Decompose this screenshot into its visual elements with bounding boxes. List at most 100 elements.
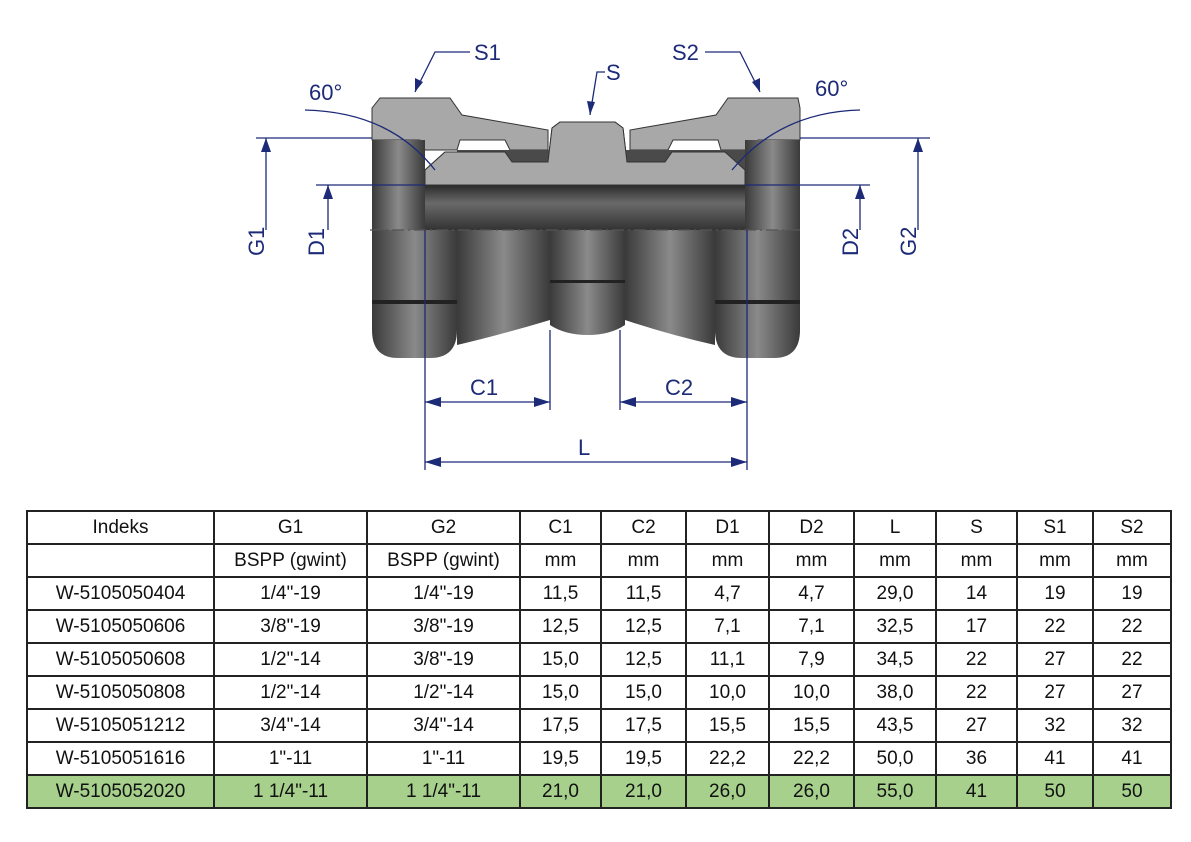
table-cell: 22 <box>935 675 1018 710</box>
table-cell: 11,5 <box>519 576 602 611</box>
table-cell: BSPP (gwint) <box>366 543 521 578</box>
table-cell: 32,5 <box>853 609 937 644</box>
table-cell: 19 <box>1092 576 1172 611</box>
table-cell: W-5105051212 <box>26 708 215 743</box>
table-cell: 7,9 <box>768 642 855 677</box>
table-cell <box>26 543 215 578</box>
label-c1: C1 <box>470 375 498 400</box>
table-cell: 29,0 <box>853 576 937 611</box>
table-cell: Indeks <box>26 510 215 545</box>
label-s2: S2 <box>672 40 699 65</box>
table-cell: 27 <box>1092 675 1172 710</box>
table-cell: 26,0 <box>685 774 770 809</box>
table-cell: 50,0 <box>853 741 937 776</box>
table-cell: mm <box>1092 543 1172 578</box>
table-cell: 19,5 <box>519 741 602 776</box>
table-cell: W-5105050404 <box>26 576 215 611</box>
table-cell: 15,0 <box>519 675 602 710</box>
table-cell: 17,5 <box>519 708 602 743</box>
table-cell: 1"-11 <box>366 741 521 776</box>
table-cell: mm <box>768 543 855 578</box>
table-cell: 1/2"-14 <box>213 642 368 677</box>
table-cell: 26,0 <box>768 774 855 809</box>
table-cell: 32 <box>1092 708 1172 743</box>
table-cell: 10,0 <box>685 675 770 710</box>
table-cell: 3/8"-19 <box>213 609 368 644</box>
table-cell: D2 <box>768 510 855 545</box>
table-cell: 41 <box>1092 741 1172 776</box>
table-cell: 12,5 <box>519 609 602 644</box>
table-cell: C1 <box>519 510 602 545</box>
table-cell: S2 <box>1092 510 1172 545</box>
table-cell: 3/8"-19 <box>366 609 521 644</box>
table-cell: W-5105050606 <box>26 609 215 644</box>
table-cell: 41 <box>935 774 1018 809</box>
table-cell: D1 <box>685 510 770 545</box>
label-angle-left: 60° <box>309 80 342 105</box>
label-s: S <box>606 60 621 85</box>
table-cell: mm <box>1016 543 1094 578</box>
table-cell: 1 1/4"-11 <box>213 774 368 809</box>
table-cell: 22 <box>935 642 1018 677</box>
table-cell: 1"-11 <box>213 741 368 776</box>
table-cell: 36 <box>935 741 1018 776</box>
table-cell: 22 <box>1092 609 1172 644</box>
table-cell: 43,5 <box>853 708 937 743</box>
table-cell: 15,0 <box>519 642 602 677</box>
table-cell: S1 <box>1016 510 1094 545</box>
table-cell: 1/2"-14 <box>213 675 368 710</box>
table-cell: 27 <box>1016 642 1094 677</box>
dimension-arrows <box>261 78 923 467</box>
table-cell: mm <box>853 543 937 578</box>
table-cell: 1/4"-19 <box>366 576 521 611</box>
label-c2: C2 <box>665 375 693 400</box>
fitting-section <box>371 97 801 230</box>
table-cell: 3/8"-19 <box>366 642 521 677</box>
table-cell: mm <box>600 543 687 578</box>
label-angle-right: 60° <box>815 76 848 101</box>
label-g1: G1 <box>244 227 269 256</box>
table-cell: W-5105052020 <box>26 774 215 809</box>
table-cell: W-5105050808 <box>26 675 215 710</box>
table-cell: 3/4"-14 <box>366 708 521 743</box>
table-cell: 21,0 <box>600 774 687 809</box>
table-cell: W-5105050608 <box>26 642 215 677</box>
table-cell: 15,5 <box>768 708 855 743</box>
table-cell: G1 <box>213 510 368 545</box>
label-l: L <box>578 435 590 460</box>
table-cell: 19,5 <box>600 741 687 776</box>
table-cell: 7,1 <box>768 609 855 644</box>
table-cell: W-5105051616 <box>26 741 215 776</box>
label-d1: D1 <box>304 228 329 256</box>
table-cell: S <box>935 510 1018 545</box>
table-cell: 32 <box>1016 708 1094 743</box>
fitting-exterior <box>372 230 800 358</box>
table-cell: 27 <box>1016 675 1094 710</box>
table-cell: 22,2 <box>685 741 770 776</box>
table-cell: 12,5 <box>600 642 687 677</box>
table-cell: 50 <box>1092 774 1172 809</box>
table-cell: 11,5 <box>600 576 687 611</box>
table-cell: 7,1 <box>685 609 770 644</box>
table-cell: 15,5 <box>685 708 770 743</box>
table-cell: 10,0 <box>768 675 855 710</box>
table-cell: G2 <box>366 510 521 545</box>
table-cell: 19 <box>1016 576 1094 611</box>
table-cell: 55,0 <box>853 774 937 809</box>
table-cell: 34,5 <box>853 642 937 677</box>
table-cell: 50 <box>1016 774 1094 809</box>
table-cell: 1/4"-19 <box>213 576 368 611</box>
table-cell: 4,7 <box>685 576 770 611</box>
table-cell: 22 <box>1016 609 1094 644</box>
table-cell: 38,0 <box>853 675 937 710</box>
dimension-lines <box>256 51 930 470</box>
table-cell: 11,1 <box>685 642 770 677</box>
table-cell: 21,0 <box>519 774 602 809</box>
